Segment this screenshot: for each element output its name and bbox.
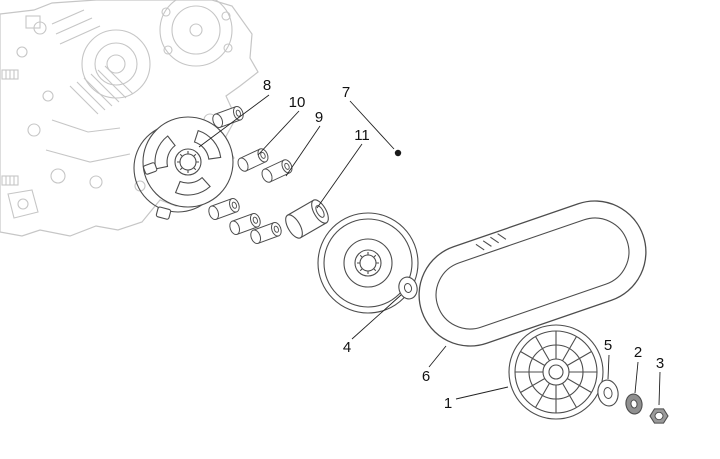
guide-slider (155, 206, 172, 220)
callout-7[interactable]: 7 (342, 84, 350, 101)
callout-2[interactable]: 2 (634, 344, 642, 361)
callout-9[interactable]: 9 (315, 109, 323, 126)
callout-1[interactable]: 1 (444, 395, 452, 412)
belt-tooth-marks (475, 233, 507, 251)
hex-nut (649, 408, 669, 424)
callout-5[interactable]: 5 (604, 337, 612, 354)
callout-11[interactable]: 11 (354, 127, 370, 144)
callout-8[interactable]: 8 (263, 77, 271, 94)
spacer-sleeve (285, 199, 329, 239)
washer-5 (597, 379, 619, 407)
washer-4 (398, 276, 418, 300)
variator-ramp-plate (133, 116, 234, 220)
fan-pulley-half (508, 324, 604, 420)
driving-pulley-half (317, 212, 419, 314)
callout-labels: 8 10 9 7 11 4 6 1 5 2 3 (263, 77, 664, 412)
callout-3[interactable]: 3 (656, 355, 664, 372)
callout-10[interactable]: 10 (289, 94, 306, 111)
callout-4[interactable]: 4 (343, 339, 351, 356)
callout-6[interactable]: 6 (422, 368, 430, 385)
drive-belt (418, 200, 647, 347)
assembly-reference-dot (394, 149, 402, 157)
washer-2 (625, 393, 643, 415)
stud-bolt-sketch (1, 69, 19, 186)
guide-slider (143, 162, 158, 175)
leader-lines (198, 94, 661, 406)
